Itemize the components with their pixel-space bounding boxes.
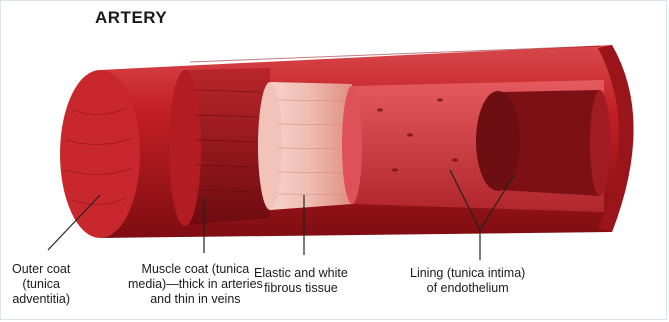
muscle-coat-layer bbox=[169, 68, 270, 226]
label-elastic-tissue: Elastic and white fibrous tissue bbox=[254, 266, 348, 296]
label-line: and thin in veins bbox=[128, 292, 263, 307]
elastic-tissue-layer bbox=[258, 82, 352, 210]
label-outer-coat: Outer coat (tunica adventitia) bbox=[12, 262, 70, 307]
diagram-title: ARTERY bbox=[95, 8, 167, 28]
lumen-opening bbox=[476, 90, 610, 196]
label-line: adventitia) bbox=[12, 292, 70, 307]
label-line: of endothelium bbox=[410, 281, 525, 296]
label-line: Lining (tunica intima) bbox=[410, 266, 525, 281]
label-line: media)—thick in arteries bbox=[128, 277, 263, 292]
label-line: Muscle coat (tunica bbox=[128, 262, 263, 277]
label-line: fibrous tissue bbox=[254, 281, 348, 296]
label-line: Outer coat bbox=[12, 262, 70, 277]
label-lining: Lining (tunica intima) of endothelium bbox=[410, 266, 525, 296]
label-line: (tunica bbox=[12, 277, 70, 292]
label-line: Elastic and white bbox=[254, 266, 348, 281]
label-muscle-coat: Muscle coat (tunica media)—thick in arte… bbox=[128, 262, 263, 307]
